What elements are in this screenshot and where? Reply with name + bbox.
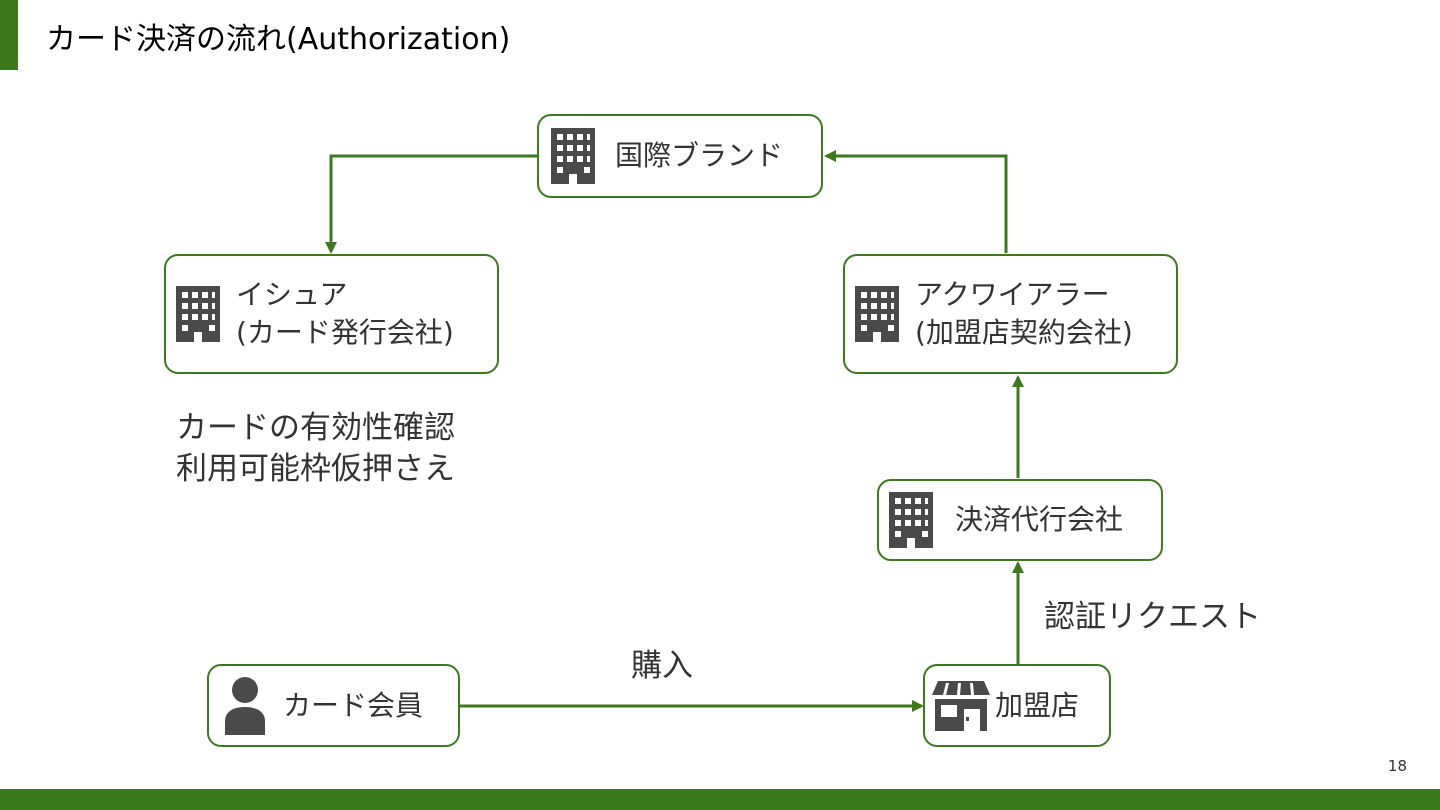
issuer-name: イシュア [236, 278, 348, 312]
building-icon [883, 490, 939, 550]
node-label: アクワイアラー (加盟店契約会社) [915, 276, 1133, 352]
purchase-label: 購入 [631, 648, 693, 684]
node-issuer: イシュア (カード発行会社) [164, 254, 499, 374]
page-title: カード決済の流れ(Authorization) [46, 22, 511, 57]
building-icon [849, 284, 905, 344]
footer-bar [0, 789, 1440, 810]
node-label: 決済代行会社 [955, 503, 1124, 537]
issuer-note-line-1: カードの有効性確認 [176, 410, 455, 446]
title-accent-bar [0, 0, 18, 70]
node-label: 加盟店 [995, 688, 1080, 722]
node-international-brand: 国際ブランド [537, 114, 823, 198]
acquirer-name: アクワイアラー [915, 278, 1110, 312]
issuer-subtitle: (カード発行会社) [236, 316, 454, 349]
node-label: 国際ブランド [615, 139, 784, 173]
auth-request-label: 認証リクエスト [1044, 599, 1261, 635]
issuer-note: カードの有効性確認 利用可能枠仮押さえ [176, 408, 455, 490]
page-number: 18 [1387, 757, 1407, 775]
building-icon [170, 284, 226, 344]
building-icon [545, 126, 601, 186]
person-icon [221, 676, 269, 736]
arrow-brand-to-issuer [325, 154, 538, 254]
node-payment-service-provider: 決済代行会社 [877, 479, 1163, 561]
acquirer-subtitle: (加盟店契約会社) [915, 316, 1133, 349]
arrow-acquirer-to-brand [824, 150, 1008, 253]
node-merchant: 加盟店 [923, 664, 1111, 747]
node-card-member: カード会員 [207, 664, 460, 747]
store-icon [931, 678, 991, 734]
node-label: カード会員 [283, 688, 424, 722]
node-label: イシュア (カード発行会社) [236, 276, 454, 352]
node-acquirer: アクワイアラー (加盟店契約会社) [843, 254, 1178, 374]
issuer-note-line-2: 利用可能枠仮押さえ [176, 450, 455, 487]
